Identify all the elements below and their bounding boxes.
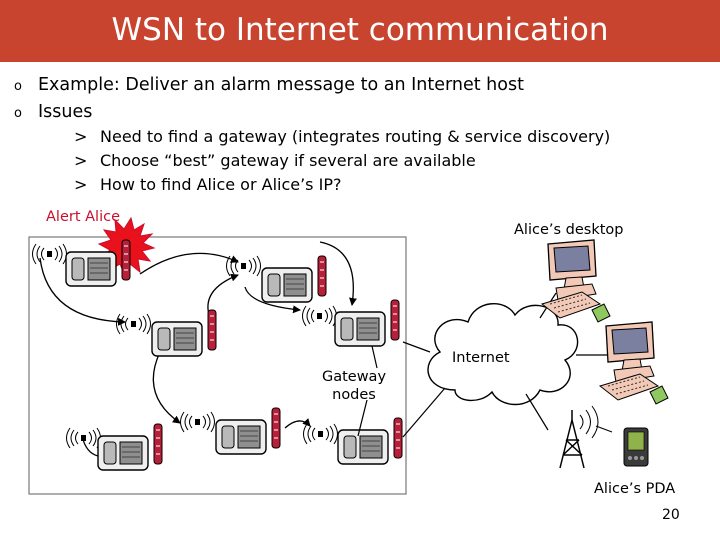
internet-cloud: [427, 302, 579, 406]
route-arrow: [152, 351, 181, 424]
gateway-label-line: nodes: [332, 387, 376, 403]
bullet-text: Example: Deliver an alarm message to an …: [38, 75, 524, 95]
gateway-pointer-line: [357, 399, 368, 437]
gateway-link: [402, 341, 431, 353]
sub-bullet-text: Need to find a gateway (integrates routi…: [100, 127, 611, 146]
desktop-computer: [541, 239, 611, 323]
sub-bullet-item: > Choose “best” gateway if several are av…: [74, 151, 476, 170]
bullet-marker: o: [14, 106, 22, 121]
gateway-node: [303, 417, 403, 465]
gateway-node: [302, 299, 400, 347]
bullet-text: Issues: [38, 102, 93, 122]
gateway-pointers: [357, 345, 378, 437]
sub-bullet-item: > How to find Alice or Alice’s IP?: [74, 175, 341, 194]
gateway-label-line: Gateway: [321, 369, 387, 385]
sub-bullet-marker: >: [74, 151, 88, 170]
pda-device: [623, 427, 649, 467]
title-bar: [0, 0, 720, 62]
route-arrow: [244, 286, 301, 314]
bullet-item: o Example: Deliver an alarm message to an…: [14, 75, 524, 95]
tower-link: [525, 393, 549, 431]
sensor-node: [226, 255, 327, 303]
route-arrow: [39, 257, 126, 326]
gateway-link: [402, 387, 446, 438]
gateway-nodes-label: Gateway nodes: [310, 368, 398, 404]
sensor-field-box: [28, 236, 407, 495]
sub-bullet-marker: >: [74, 175, 88, 194]
pda-label: Alice’s PDA: [594, 481, 676, 497]
sensor-node: [116, 309, 217, 357]
radio-tower: [559, 405, 613, 469]
route-arrow: [139, 252, 239, 275]
sub-bullet-item: > Need to find a gateway (integrates rout…: [74, 127, 610, 146]
page-number: 20: [662, 507, 680, 523]
bullet-item: o Issues: [14, 102, 92, 122]
sub-bullet-marker: >: [74, 127, 88, 146]
route-arrow: [284, 418, 311, 429]
sub-bullet-text: Choose “best” gateway if several are ava…: [100, 151, 476, 170]
desktop-label: Alice’s desktop: [514, 222, 624, 238]
sub-bullet-text: How to find Alice or Alice’s IP?: [100, 175, 342, 194]
desktop-computer: [599, 321, 669, 405]
sensor-node: [180, 407, 281, 455]
alert-alice-label: Alert Alice: [46, 209, 120, 225]
slide-title: WSN to Internet communication: [111, 12, 609, 48]
route-arrow: [319, 241, 357, 306]
gateway-pointer-line: [371, 345, 378, 369]
bullet-marker: o: [14, 79, 22, 94]
internet-label: Internet: [452, 350, 510, 366]
sensor-node: [66, 423, 163, 471]
